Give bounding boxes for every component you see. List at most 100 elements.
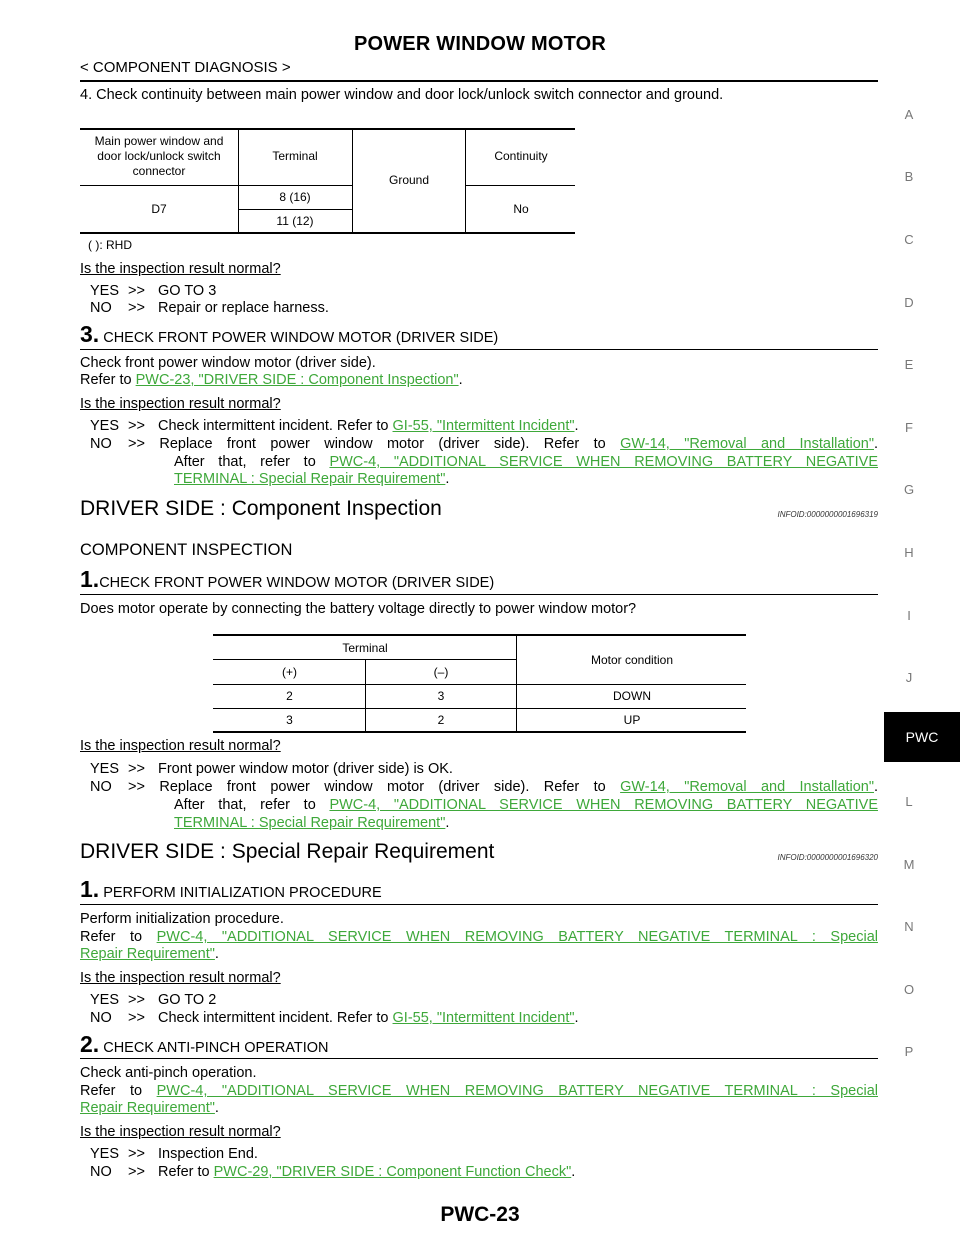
table-rule bbox=[213, 659, 516, 660]
side-index-letter[interactable]: O bbox=[903, 982, 915, 997]
inspection-question: Is the inspection result normal? bbox=[80, 1124, 281, 1140]
header-line: door lock/unlock switch bbox=[97, 149, 221, 163]
reference-link[interactable]: PWC-4, "ADDITIONAL SERVICE WHEN REMOVING… bbox=[329, 454, 878, 470]
step-refer: Refer to PWC-4, "ADDITIONAL SERVICE WHEN… bbox=[80, 1083, 878, 1100]
reference-link[interactable]: TERMINAL : Special Repair Requirement" bbox=[174, 815, 446, 831]
header-line: connector bbox=[132, 164, 186, 178]
reference-link[interactable]: Repair Requirement" bbox=[80, 946, 215, 962]
step-2-heading: 2. CHECK ANTI-PINCH OPERATION bbox=[80, 1031, 329, 1058]
no-answer: NO>>Repair or replace harness. bbox=[90, 300, 329, 317]
table-cell-condition: DOWN bbox=[613, 689, 651, 703]
table-rule bbox=[465, 185, 575, 186]
yes-text: GO TO 3 bbox=[158, 283, 217, 299]
table-cell-continuity: No bbox=[513, 202, 529, 216]
yes-text: GO TO 2 bbox=[158, 992, 217, 1008]
side-index-letter[interactable]: C bbox=[904, 232, 914, 247]
side-index-letter[interactable]: H bbox=[904, 545, 914, 560]
table-rule bbox=[238, 209, 352, 210]
after-prefix: After that, refer to bbox=[174, 797, 316, 813]
reference-link[interactable]: PWC-4, "ADDITIONAL SERVICE WHEN REMOVING… bbox=[156, 929, 878, 945]
reference-link[interactable]: PWC-29, "DRIVER SIDE : Component Functio… bbox=[213, 1164, 572, 1180]
no-text: Repair or replace harness. bbox=[158, 300, 329, 316]
step-divider bbox=[80, 349, 878, 350]
table-cell-minus: 2 bbox=[437, 713, 445, 727]
reference-link[interactable]: GI-55, "Intermittent Incident" bbox=[392, 418, 575, 434]
side-index-letter[interactable]: L bbox=[905, 794, 913, 809]
arrow: >> bbox=[128, 1146, 145, 1162]
reference-link[interactable]: PWC-23, "DRIVER SIDE : Component Inspect… bbox=[135, 372, 459, 388]
table-rule bbox=[238, 130, 239, 233]
step-number: 3. bbox=[80, 321, 100, 347]
step-3-heading: 3. CHECK FRONT POWER WINDOW MOTOR (DRIVE… bbox=[80, 321, 498, 348]
no-text: Refer to bbox=[158, 1164, 210, 1180]
no-answer: NO>> Replace front power window motor (d… bbox=[90, 436, 879, 452]
reference-link[interactable]: TERMINAL : Special Repair Requirement" bbox=[174, 471, 446, 487]
reference-link[interactable]: GW-14, "Removal and Installation" bbox=[620, 436, 874, 452]
section-heading: DRIVER SIDE : Component Inspection bbox=[80, 497, 442, 520]
no-text: Check intermittent incident. Refer to bbox=[158, 1010, 389, 1026]
yes-answer: YES>>Front power window motor (driver si… bbox=[90, 761, 453, 778]
table-cell-plus: 3 bbox=[286, 713, 293, 727]
table-header-continuity: Continuity bbox=[494, 149, 548, 163]
step-title: CHECK FRONT POWER WINDOW MOTOR (DRIVER S… bbox=[103, 330, 499, 346]
side-index-active-tab[interactable]: PWC bbox=[884, 712, 960, 762]
yes-text: Check intermittent incident. Refer to bbox=[158, 418, 389, 434]
side-index-letter[interactable]: B bbox=[904, 169, 914, 184]
table-header-motor: Motor condition bbox=[590, 653, 674, 667]
yes-text: Front power window motor (driver side) i… bbox=[158, 761, 453, 777]
refer-prefix: Refer to bbox=[80, 1083, 143, 1099]
refer-prefix: Refer to bbox=[80, 929, 143, 945]
reference-link[interactable]: PWC-4, "ADDITIONAL SERVICE WHEN REMOVING… bbox=[156, 1083, 878, 1099]
side-index-letter[interactable]: F bbox=[905, 420, 913, 435]
side-index-letter[interactable]: J bbox=[905, 670, 913, 685]
step-divider bbox=[80, 904, 878, 905]
table-rule bbox=[213, 634, 746, 636]
side-index-letter[interactable]: A bbox=[904, 107, 914, 122]
table-rule bbox=[213, 731, 746, 733]
arrow: >> bbox=[128, 418, 145, 434]
step-3-refer: Refer to PWC-23, "DRIVER SIDE : Componen… bbox=[80, 372, 463, 388]
table-rule bbox=[352, 130, 353, 233]
table-cell-condition: UP bbox=[623, 713, 641, 727]
side-index-letter[interactable]: I bbox=[907, 608, 911, 623]
arrow: >> bbox=[128, 779, 145, 795]
step-line: Check anti-pinch operation. bbox=[80, 1065, 257, 1081]
no-text: Replace front power window motor (driver… bbox=[159, 436, 606, 452]
step-title: CHECK ANTI-PINCH OPERATION bbox=[103, 1040, 329, 1056]
info-id: INFOID:0000000001696319 bbox=[777, 510, 878, 519]
step-refer-2: Repair Requirement". bbox=[80, 1100, 219, 1116]
yes-answer: YES>>GO TO 2 bbox=[90, 992, 216, 1009]
table-header-minus: (–) bbox=[433, 665, 449, 679]
reference-link[interactable]: GW-14, "Removal and Installation" bbox=[620, 779, 874, 795]
reference-link[interactable]: Repair Requirement" bbox=[80, 1100, 215, 1116]
step-refer: Refer to PWC-4, "ADDITIONAL SERVICE WHEN… bbox=[80, 929, 878, 946]
header-line: Main power window and bbox=[94, 134, 224, 148]
no-answer: NO>>Refer to PWC-29, "DRIVER SIDE : Comp… bbox=[90, 1164, 576, 1180]
no-answer: NO>>Check intermittent incident. Refer t… bbox=[90, 1010, 579, 1026]
side-index-letter[interactable]: G bbox=[903, 482, 915, 497]
side-index-letter[interactable]: M bbox=[903, 857, 915, 872]
page-subtitle: < COMPONENT DIAGNOSIS > bbox=[80, 59, 291, 76]
yes-label: YES bbox=[90, 761, 120, 777]
step-1-heading: 1.CHECK FRONT POWER WINDOW MOTOR (DRIVER… bbox=[80, 566, 494, 593]
table-cell-terminal: 11 (12) bbox=[276, 214, 314, 228]
step-number: 1. bbox=[80, 566, 100, 592]
no-answer: NO>> Replace front power window motor (d… bbox=[90, 779, 879, 795]
no-label: NO bbox=[90, 436, 112, 452]
refer-prefix: Refer to bbox=[80, 372, 132, 388]
yes-text: Inspection End. bbox=[158, 1146, 258, 1162]
reference-link[interactable]: GI-55, "Intermittent Incident" bbox=[392, 1010, 575, 1026]
info-id: INFOID:0000000001696320 bbox=[777, 853, 878, 862]
side-index-letter[interactable]: D bbox=[904, 295, 914, 310]
arrow: >> bbox=[128, 992, 145, 1008]
table-note: ( ): RHD bbox=[88, 238, 132, 252]
step-title: PERFORM INITIALIZATION PROCEDURE bbox=[103, 885, 382, 901]
side-index-letter[interactable]: P bbox=[904, 1044, 914, 1059]
side-index-letter[interactable]: E bbox=[904, 357, 914, 372]
no-text: Replace front power window motor (driver… bbox=[159, 779, 606, 795]
step-3-line: Check front power window motor (driver s… bbox=[80, 355, 376, 371]
step-refer-2: Repair Requirement". bbox=[80, 946, 219, 962]
side-index-letter[interactable]: N bbox=[904, 919, 914, 934]
reference-link[interactable]: PWC-4, "ADDITIONAL SERVICE WHEN REMOVING… bbox=[329, 797, 878, 813]
yes-label: YES bbox=[90, 283, 120, 299]
